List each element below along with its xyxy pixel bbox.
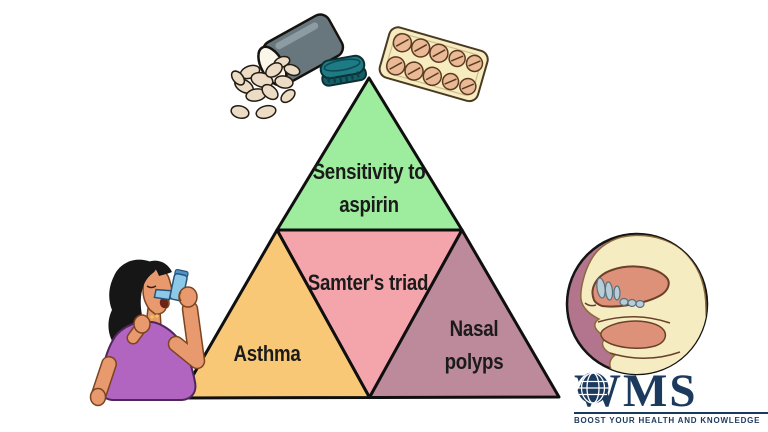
globe-icon: [577, 372, 609, 404]
pyramid: [178, 76, 561, 400]
pyramid-section-nasal-polyps: [368, 228, 561, 399]
label-text: Asthma: [233, 341, 301, 366]
label-asthma: Asthma: [207, 341, 327, 367]
label-text: Samter's triad: [307, 270, 429, 295]
logo-letters-ms: MS: [623, 365, 698, 417]
nasal-polyps-cross-section-icon: [565, 232, 709, 376]
label-text: Sensitivity to aspirin: [312, 159, 426, 217]
spilled-pill-bottle-icon: [230, 13, 367, 120]
label-text: Nasal polyps: [444, 316, 504, 374]
label-sensitivity-to-aspirin: Sensitivity to aspirin: [284, 155, 454, 221]
label-samters-triad: Samter's triad: [283, 269, 453, 297]
logo-tagline: BOOST YOUR HEALTH AND KNOWLEDGE: [574, 412, 768, 425]
woman-using-inhaler-icon: [89, 259, 206, 407]
label-nasal-polyps: Nasal polyps: [424, 312, 524, 378]
pyramid-section-asthma: [178, 228, 371, 400]
bottle-cap: [319, 54, 367, 87]
aspirin-blister-pack-icon: [378, 26, 489, 103]
inhaler: [153, 269, 189, 302]
woms-logo: W MS BOOST YOUR HEALTH AND KNOWLEDGE: [574, 365, 768, 425]
woms-wordmark: W MS: [574, 365, 768, 417]
